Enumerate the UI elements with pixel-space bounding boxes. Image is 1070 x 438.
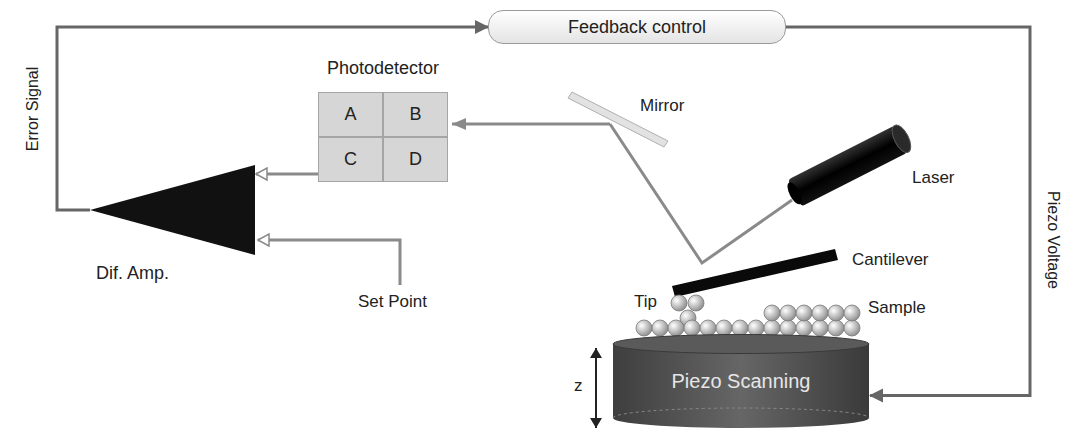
- sample-atom: [796, 320, 812, 336]
- node-label: A: [344, 104, 356, 125]
- sample-atom: [812, 320, 828, 336]
- node-label: D: [409, 149, 422, 170]
- connector: [256, 173, 318, 176]
- sample-atom: [700, 320, 716, 336]
- signal-label: Piezo Voltage: [1044, 191, 1062, 289]
- detector-quadrant: D: [383, 137, 448, 182]
- set-point-line: [258, 240, 400, 285]
- connector: [57, 27, 488, 210]
- node-label: Dif. Amp.: [96, 263, 169, 284]
- laser: [783, 122, 914, 209]
- node-label: Feedback control: [568, 17, 706, 38]
- sample-atom: [668, 320, 684, 336]
- sample-atom: [828, 305, 844, 321]
- sample-atom: [812, 305, 828, 321]
- sample-atom: [764, 320, 780, 336]
- cantilever: [672, 249, 838, 297]
- signal-label: Set Point: [358, 292, 427, 312]
- detector-quadrant: B: [383, 92, 448, 137]
- sample-atom: [652, 320, 668, 336]
- sample-atom: [844, 320, 860, 336]
- part-label: Cantilever: [852, 250, 929, 270]
- detector-quadrant: C: [318, 137, 383, 182]
- sample-atom: [764, 305, 780, 321]
- part-label: Mirror: [640, 96, 684, 116]
- sample-atom: [716, 320, 732, 336]
- sample-atom: [796, 305, 812, 321]
- part-label: Tip: [634, 292, 657, 312]
- component-heading: Photodetector: [318, 58, 448, 79]
- feedback-box: Feedback control: [488, 10, 786, 44]
- sample-atom: [636, 320, 652, 336]
- piezo-scanner: Piezo Scanning: [612, 334, 870, 430]
- amplifier-triangle: [90, 165, 255, 255]
- cylinder-hidden-edge: [613, 408, 869, 418]
- sample-atom: [844, 305, 860, 321]
- laser-beam: [610, 124, 792, 263]
- cylinder-body: [613, 344, 869, 428]
- z-arrow: [595, 348, 597, 428]
- sample-atoms: [636, 305, 860, 336]
- photodetector: PhotodetectorA B C D: [318, 58, 448, 182]
- sample-atom: [732, 320, 748, 336]
- sample-atom: [748, 320, 764, 336]
- node-label: B: [409, 104, 421, 125]
- cylinder-top: [613, 335, 869, 354]
- node-label: Piezo Scanning: [612, 370, 870, 393]
- laser-beam-reflected: [452, 123, 610, 126]
- signal-label: Error Signal: [24, 66, 42, 150]
- differential-amplifier: Dif. Amp.: [90, 165, 255, 290]
- sample-atom: [780, 305, 796, 321]
- part-label: Sample: [868, 298, 926, 318]
- part-label: Laser: [912, 168, 955, 188]
- sample-atom: [828, 320, 844, 336]
- axis-label: z: [574, 376, 583, 396]
- node-label: C: [344, 149, 357, 170]
- sample-atom: [780, 320, 796, 336]
- sample-atom: [684, 320, 700, 336]
- detector-quadrant: A: [318, 92, 383, 137]
- amplifier-triangle: [90, 165, 255, 255]
